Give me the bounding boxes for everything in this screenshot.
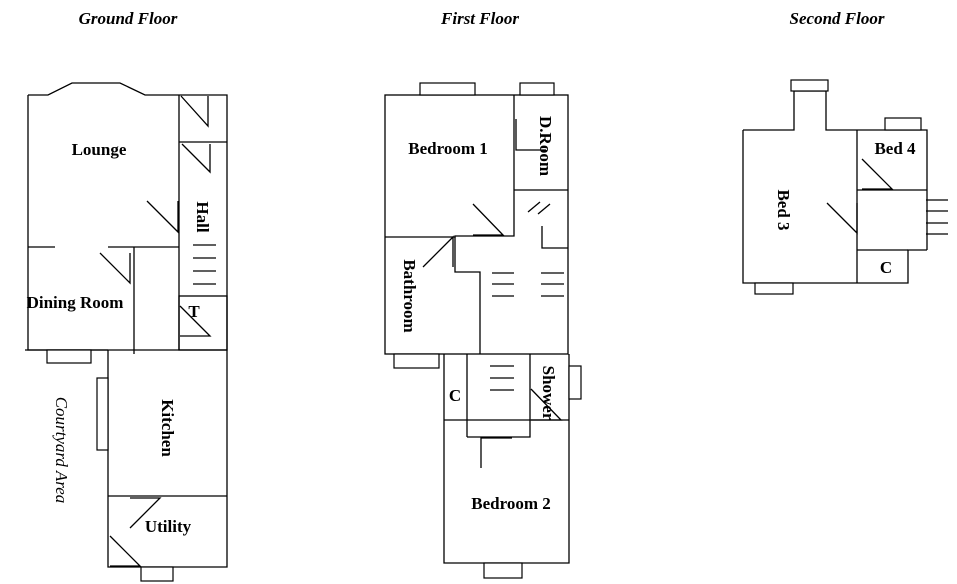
ground-stairs <box>193 244 216 285</box>
door-swing <box>530 388 563 421</box>
door-swing <box>181 143 211 174</box>
label-bedroom-1: Bedroom 1 <box>408 139 488 158</box>
bedroom1-walls <box>385 95 515 238</box>
window <box>519 82 555 96</box>
door-swing <box>99 252 131 285</box>
ground-floor-plan: Lounge Dining Room Hall T Kitchen Utilit… <box>25 82 228 582</box>
door-swing <box>109 535 142 567</box>
label-courtyard-area: Courtyard Area <box>52 397 71 504</box>
label-cupboard-first: C <box>449 386 461 405</box>
window <box>46 349 92 364</box>
window <box>568 365 582 400</box>
label-bed-3: Bed 3 <box>774 189 793 230</box>
label-shower: Shower <box>539 366 558 421</box>
door-swing <box>826 202 858 235</box>
bathroom-walls <box>454 237 481 354</box>
door-swing <box>515 119 546 151</box>
door-swing <box>861 158 894 190</box>
label-cupboard-second: C <box>880 258 892 277</box>
lower-stairs <box>490 365 514 391</box>
label-d-room: D.Room <box>536 116 555 176</box>
label-kitchen: Kitchen <box>158 399 177 457</box>
door-swing <box>129 497 162 529</box>
first-floor-plan: Bedroom 1 D.Room Bathroom C Shower Bedro… <box>384 82 582 579</box>
landing-nook <box>541 226 568 249</box>
door-swing <box>422 235 454 268</box>
window <box>790 79 829 92</box>
first-stairs <box>492 201 564 297</box>
second-outer-walls-a <box>742 130 927 284</box>
title-ground-floor: Ground Floor <box>79 9 178 28</box>
label-bathroom: Bathroom <box>400 259 419 332</box>
second-floor-plan: Bed 4 Bed 3 C <box>742 79 948 295</box>
second-outer-walls-b <box>743 90 928 250</box>
label-bed-4: Bed 4 <box>874 139 916 158</box>
label-toilet: T <box>188 302 200 321</box>
label-lounge: Lounge <box>72 140 127 159</box>
title-first-floor: First Floor <box>440 9 519 28</box>
door-swing <box>472 203 505 236</box>
window <box>96 377 109 451</box>
label-bedroom-2: Bedroom 2 <box>471 494 551 513</box>
title-second-floor: Second Floor <box>790 9 885 28</box>
window <box>140 566 174 582</box>
window <box>393 353 440 369</box>
ground-front-wall <box>28 82 228 350</box>
window <box>419 82 476 96</box>
label-utility: Utility <box>145 517 192 536</box>
door-swing <box>146 200 179 234</box>
shower-walls <box>467 354 531 438</box>
first-upper-block <box>384 94 569 355</box>
label-dining-room: Dining Room <box>27 293 124 312</box>
window <box>884 117 922 131</box>
window <box>483 562 523 579</box>
toilet-room <box>178 295 228 351</box>
window <box>754 282 794 295</box>
door-swing <box>179 305 212 337</box>
second-stairs <box>926 199 948 235</box>
door-swing <box>180 95 209 128</box>
door-swing <box>480 437 512 468</box>
label-hall: Hall <box>193 201 212 232</box>
